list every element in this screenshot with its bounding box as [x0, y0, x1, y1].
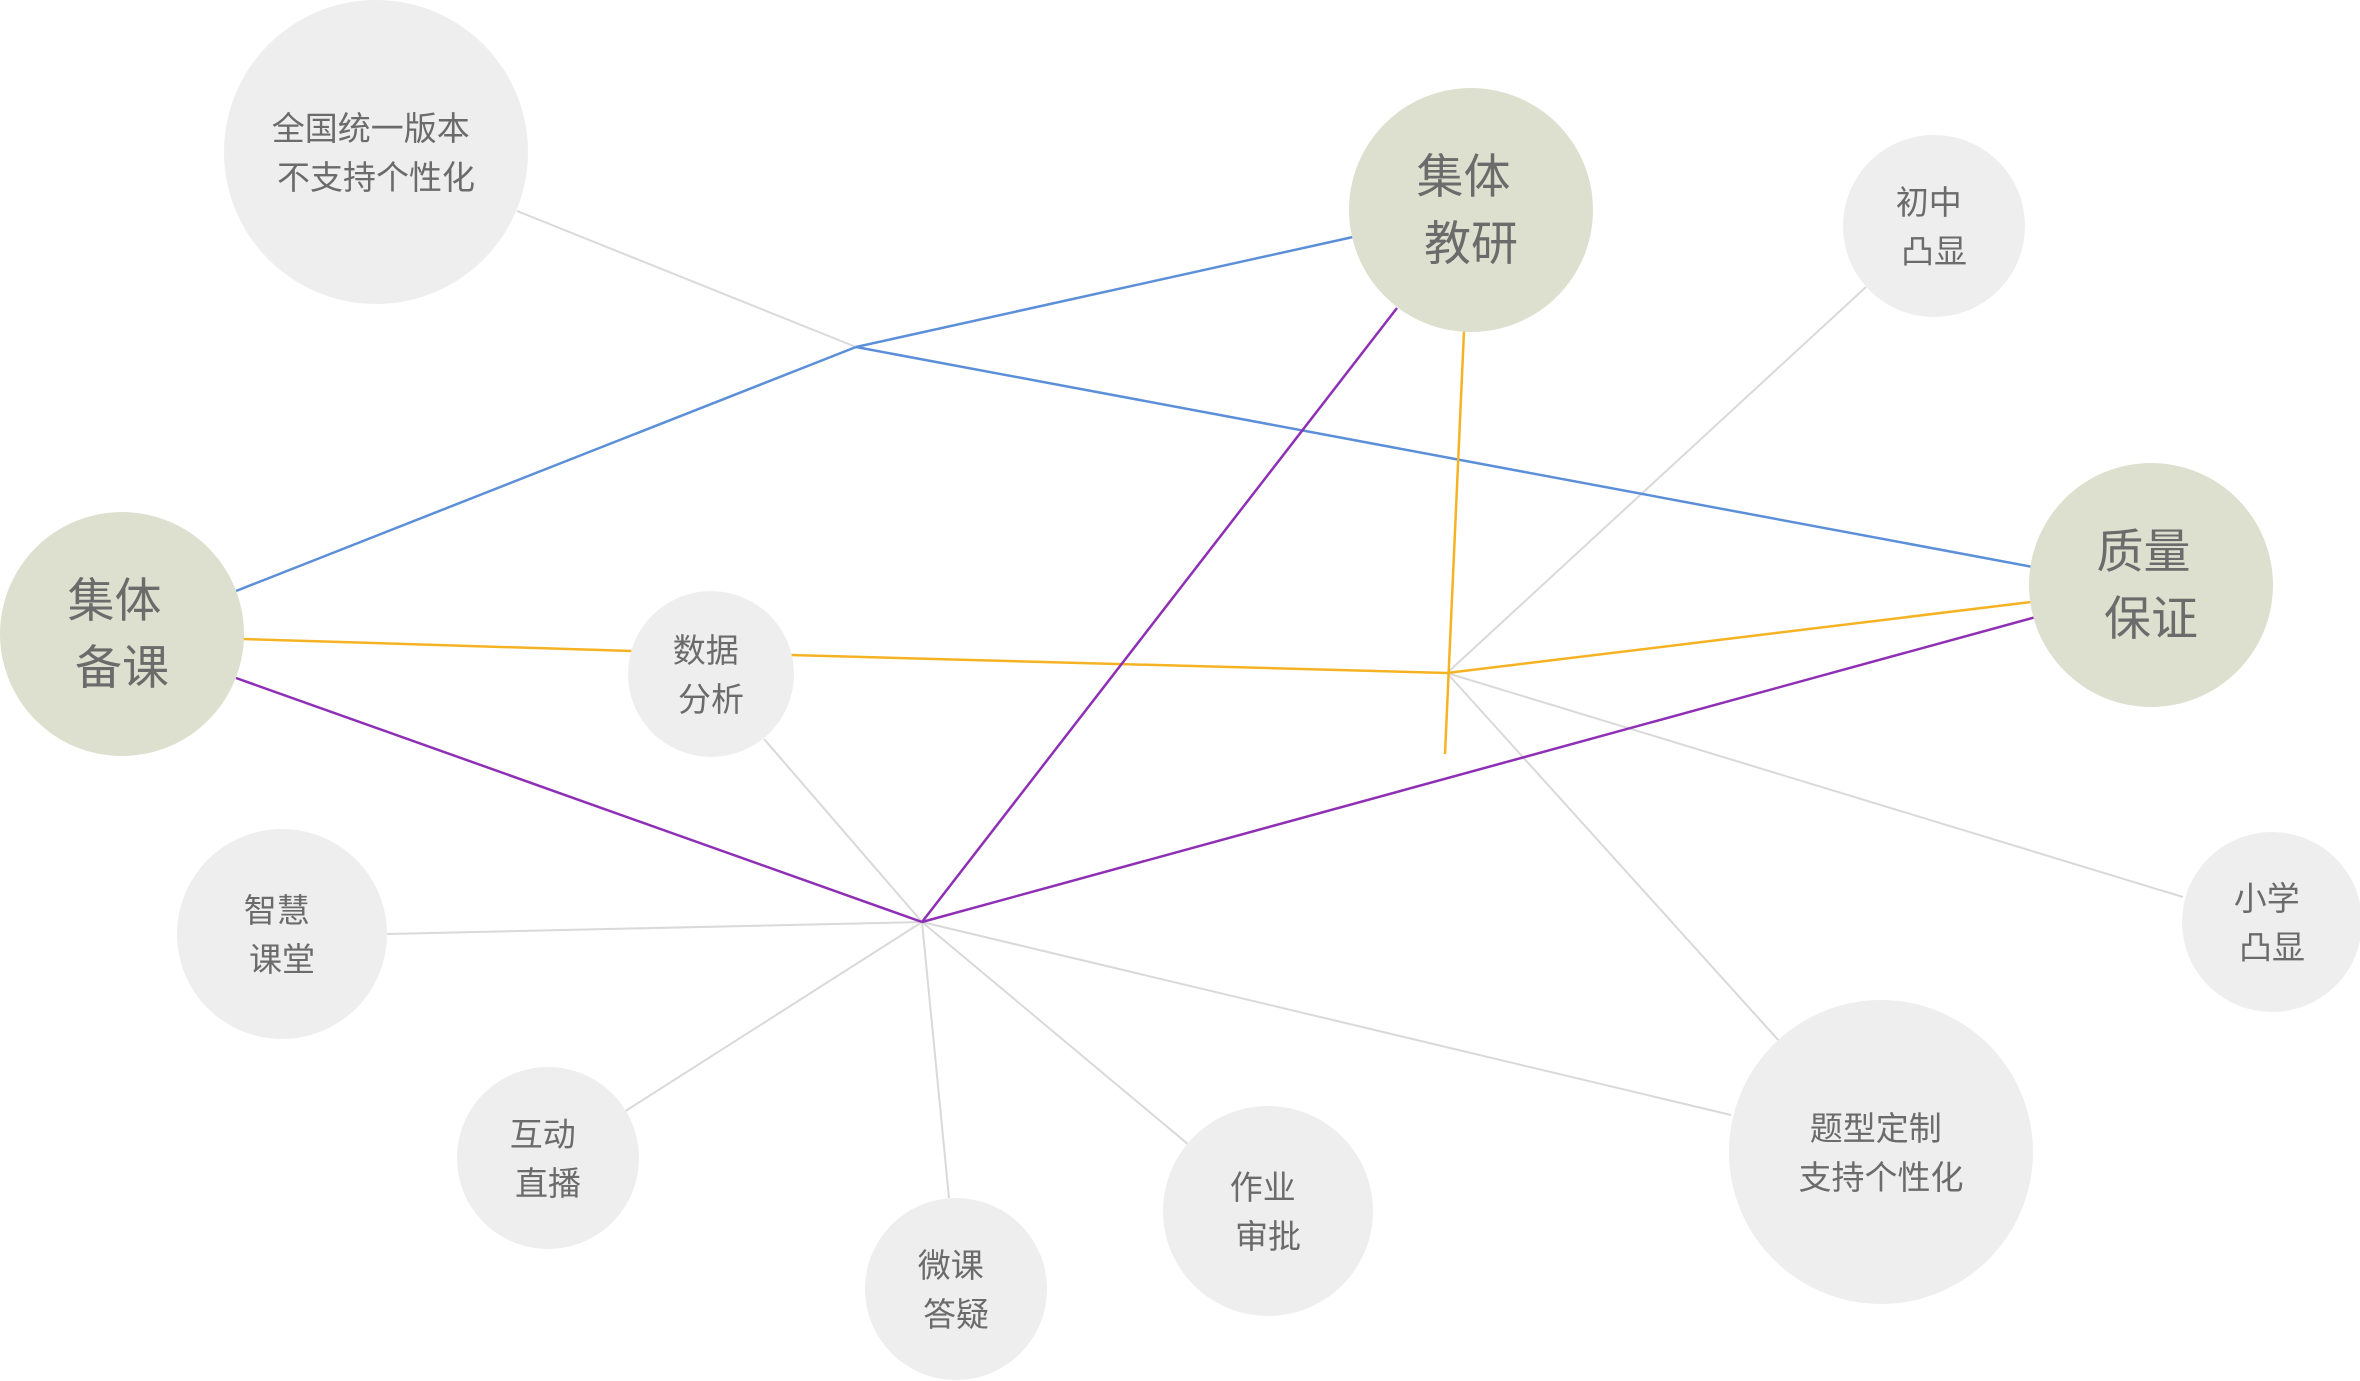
node-homework-approval-line-1: 作业	[1230, 1168, 1296, 1207]
node-collective-prep-circle	[0, 512, 244, 756]
node-data-analysis-line-1: 数据	[673, 631, 739, 670]
node-interactive-live-line-1: 互动	[510, 1115, 576, 1154]
node-smart-classroom-label: 智慧 课堂	[244, 891, 321, 979]
node-quality-assurance: 质量 保证	[2029, 463, 2273, 707]
node-collective-research: 集体 教研	[1349, 88, 1593, 332]
node-junior-highlight-line-2: 凸显	[1901, 232, 1967, 271]
edge-orange-research	[1443, 330, 1466, 755]
node-primary-highlight: 小学 凸显	[2182, 832, 2360, 1012]
node-data-analysis-circle	[628, 591, 794, 757]
node-national-version-line-2: 不支持个性化	[277, 158, 475, 197]
edge-homework-center	[921, 921, 1190, 1146]
node-junior-highlight-circle	[1843, 135, 2025, 317]
node-smart-classroom: 智慧 课堂	[177, 829, 387, 1039]
node-national-version-line-1: 全国统一版本	[272, 109, 470, 148]
node-data-analysis-line-2: 分析	[678, 680, 744, 719]
edge-hub-custom	[1446, 672, 1781, 1043]
edge-purple-prep	[235, 676, 923, 924]
edge-blue-quality	[855, 345, 2034, 569]
node-collective-research-line-1: 集体	[1417, 150, 1511, 205]
node-primary-highlight-circle	[2182, 832, 2360, 1012]
node-smart-classroom-line-2: 课堂	[249, 940, 315, 979]
node-question-customization: 题型定制 支持个性化	[1729, 1000, 2033, 1304]
edge-microqa-center	[921, 921, 950, 1199]
node-interactive-live-label: 互动 直播	[510, 1115, 587, 1203]
edge-smart-center	[386, 921, 923, 935]
edge-hub-primary	[1446, 672, 2184, 898]
node-quality-assurance-circle	[2029, 463, 2273, 707]
node-microlesson-qa-line-1: 微课	[918, 1246, 984, 1285]
node-interactive-live: 互动 直播	[457, 1067, 639, 1249]
node-homework-approval-line-2: 审批	[1235, 1217, 1301, 1256]
node-smart-classroom-line-1: 智慧	[244, 891, 310, 930]
edge-junior-hub	[1446, 286, 1867, 674]
node-primary-highlight-line-2: 凸显	[2239, 928, 2305, 967]
node-question-customization-line-1: 题型定制	[1810, 1109, 1942, 1148]
edge-orange-data-hub	[789, 653, 1448, 675]
node-collective-research-line-2: 教研	[1424, 217, 1518, 272]
node-junior-highlight-label: 初中 凸显	[1896, 183, 1973, 271]
node-junior-highlight: 初中 凸显	[1843, 135, 2025, 317]
edge-blue-prep	[235, 345, 857, 593]
edge-blue-research	[855, 235, 1354, 349]
node-homework-approval-label: 作业 审批	[1230, 1168, 1307, 1256]
node-junior-highlight-line-1: 初中	[1896, 183, 1962, 222]
edge-custom-center	[921, 921, 1732, 1116]
node-microlesson-qa: 微课 答疑	[865, 1198, 1047, 1380]
node-homework-approval-circle	[1163, 1106, 1373, 1316]
node-national-version-circle	[224, 0, 528, 304]
edge-purple-research	[921, 307, 1398, 923]
node-homework-approval: 作业 审批	[1163, 1106, 1373, 1316]
connection-lines	[235, 210, 2184, 1199]
node-question-customization-label: 题型定制 支持个性化	[1799, 1109, 1964, 1197]
node-quality-assurance-line-1: 质量	[2097, 525, 2191, 580]
node-collective-research-label: 集体 教研	[1417, 150, 1526, 272]
node-primary-highlight-line-1: 小学	[2234, 879, 2300, 918]
node-smart-classroom-circle	[177, 829, 387, 1039]
node-quality-assurance-label: 质量 保证	[2097, 525, 2206, 647]
node-primary-highlight-label: 小学 凸显	[2234, 879, 2311, 967]
node-microlesson-qa-line-2: 答疑	[923, 1295, 989, 1334]
node-question-customization-line-2: 支持个性化	[1799, 1158, 1964, 1197]
edge-live-center	[623, 921, 923, 1113]
edge-orange-hub-quality	[1446, 600, 2032, 675]
node-question-customization-circle	[1729, 1000, 2033, 1304]
node-microlesson-qa-label: 微课 答疑	[918, 1246, 995, 1334]
node-data-analysis: 数据 分析	[628, 591, 794, 757]
node-collective-prep-line-1: 集体	[68, 574, 162, 629]
node-data-analysis-label: 数据 分析	[673, 631, 750, 719]
node-collective-research-circle	[1349, 88, 1593, 332]
node-microlesson-qa-circle	[865, 1198, 1047, 1380]
node-collective-prep: 集体 备课	[0, 512, 244, 756]
node-collective-prep-label: 集体 备课	[68, 574, 177, 696]
edge-data-center	[763, 738, 923, 923]
edge-national-hub	[516, 210, 857, 348]
node-interactive-live-circle	[457, 1067, 639, 1249]
node-national-version: 全国统一版本 不支持个性化	[224, 0, 528, 304]
edge-orange-prep-data	[241, 637, 633, 653]
node-quality-assurance-line-2: 保证	[2104, 592, 2198, 647]
node-interactive-live-line-2: 直播	[515, 1164, 581, 1203]
node-national-version-label: 全国统一版本 不支持个性化	[272, 109, 481, 197]
node-collective-prep-line-2: 备课	[75, 641, 169, 696]
edge-purple-quality	[921, 615, 2037, 924]
